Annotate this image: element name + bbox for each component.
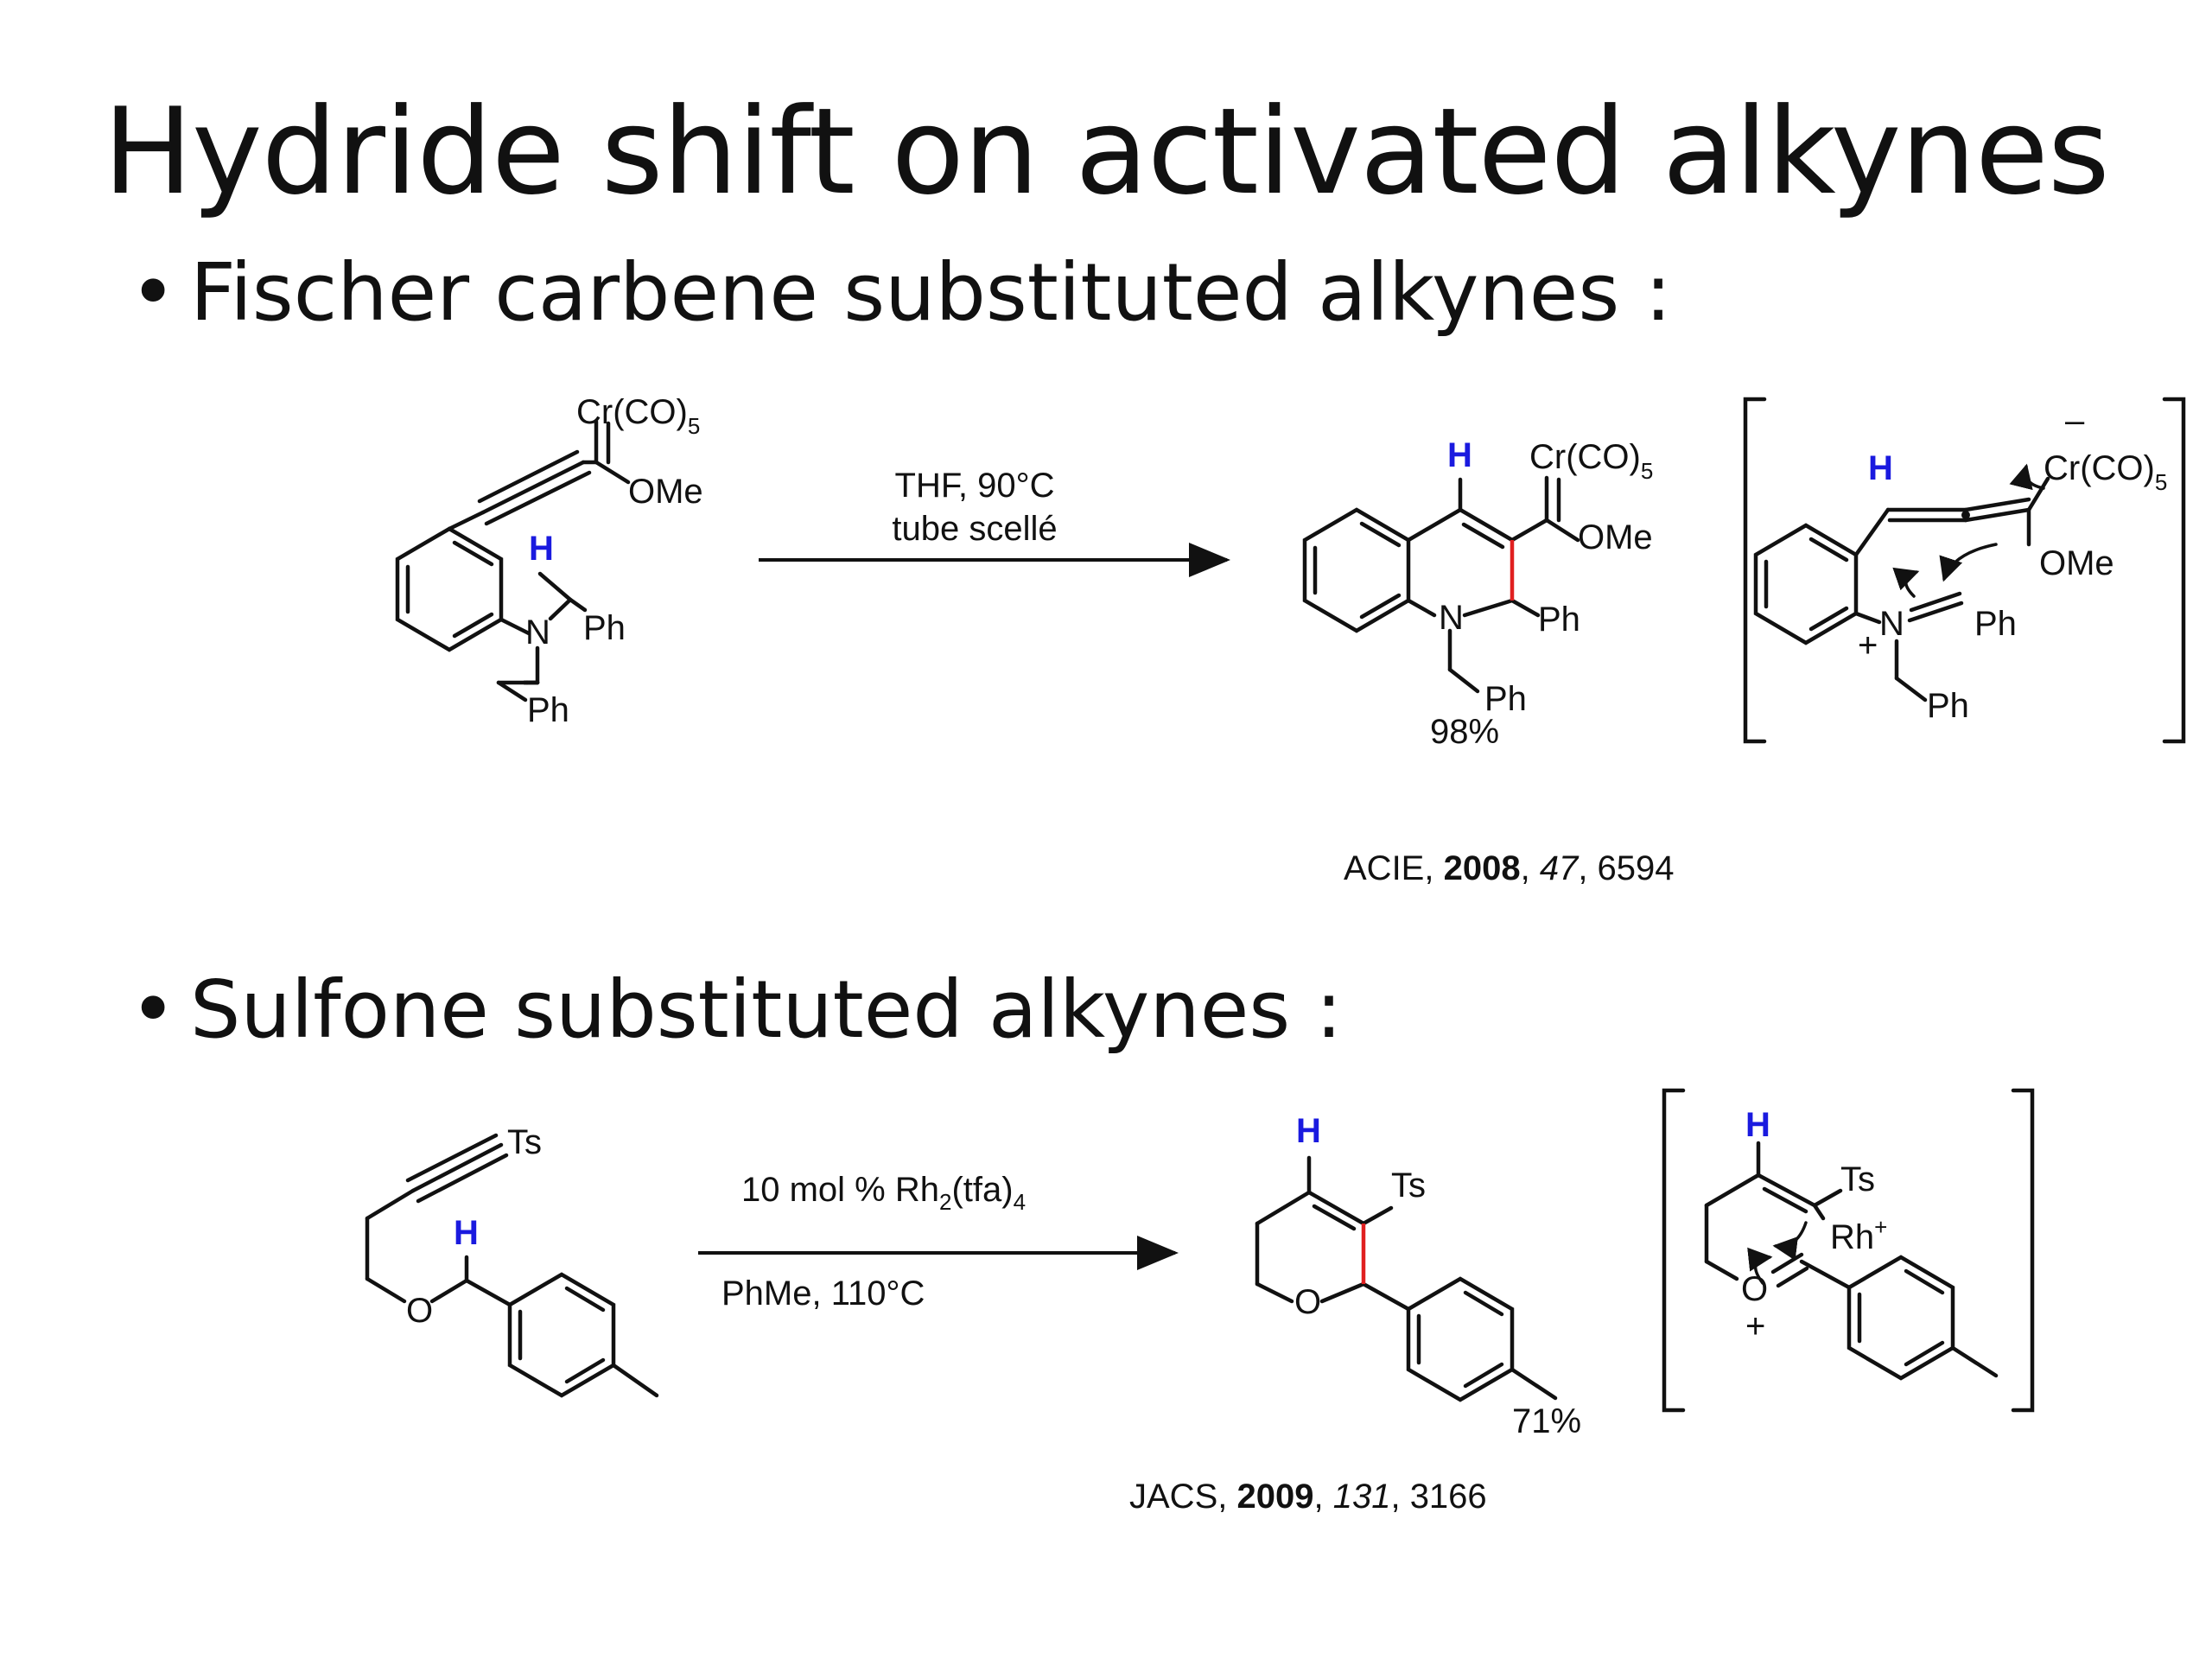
bullet-text: Fischer carbene substituted alkynes : [190, 246, 1672, 339]
bullet-text: Sulfone substituted alkynes : [190, 963, 1343, 1056]
reference-2: JACS, 2009, 131, 3166 [1129, 1478, 1487, 1516]
intermediate1-methoxy: OMe [2039, 544, 2114, 582]
scheme2-starting-material [365, 1133, 659, 1398]
sm1-phenyl: Ph [583, 609, 626, 647]
intermediate1-benzyl-phenyl: Ph [1927, 687, 1969, 725]
intermediate1-chromium: Cr(CO)5 [2044, 449, 2167, 495]
intermediate1-phenyl: Ph [1974, 605, 2017, 643]
product1-nitrogen: N [1439, 599, 1464, 637]
product1-chromium: Cr(CO)5 [1529, 438, 1653, 484]
product1-methoxy: OMe [1578, 518, 1653, 556]
sm1-hydride: H [529, 530, 554, 568]
bullet-dot: • [130, 963, 177, 1056]
conditions-1-line1: THF, 90°C [895, 467, 1055, 505]
intermediate2-rhodium: Rh+ [1830, 1214, 1887, 1256]
bullet-dot: • [130, 246, 177, 339]
product2-yield: 71% [1512, 1402, 1581, 1440]
sm2-tosyl: Ts [507, 1123, 542, 1161]
sm1-nitrogen: N [525, 613, 550, 652]
conditions-2-catalyst: 10 mol % Rh2(tfa)4 [741, 1171, 1026, 1215]
scheme1-product [1302, 475, 1580, 694]
bullet-sulfone: •Sulfone substituted alkynes : [130, 963, 1342, 1056]
intermediate1-hydride: H [1868, 449, 1893, 487]
reference-1: ACIE, 2008, 47, 6594 [1344, 849, 1675, 887]
intermediate1-plus: + [1858, 626, 1878, 664]
intermediate2-plus: + [1745, 1307, 1765, 1345]
radical-dot [1961, 511, 1970, 519]
conditions-1-line2: tube scellé [892, 510, 1057, 548]
product1-yield: 98% [1430, 713, 1499, 751]
product2-hydride: H [1296, 1112, 1321, 1150]
sm1-methoxy: OMe [628, 473, 703, 511]
product1-hydride: H [1447, 436, 1472, 474]
scheme2-intermediate [1662, 1088, 2035, 1413]
scheme1-intermediate [1743, 397, 2186, 744]
intermediate2-oxygen: O [1741, 1270, 1768, 1308]
product2-oxygen: O [1294, 1283, 1321, 1321]
intermediate1-nitrogen: N [1879, 605, 1904, 643]
scheme2-product [1255, 1155, 1558, 1402]
sm1-chromium: Cr(CO)5 [576, 393, 700, 439]
sm1-benzyl-phenyl: Ph [527, 691, 569, 729]
intermediate2-hydride: H [1745, 1106, 1770, 1144]
intermediate2-tosyl: Ts [1840, 1160, 1875, 1198]
conditions-2-solvent: PhMe, 110°C [721, 1274, 925, 1313]
sm2-oxygen: O [406, 1292, 433, 1330]
product2-tosyl: Ts [1391, 1166, 1426, 1205]
sm2-hydride: H [454, 1214, 479, 1252]
bullet-fischer-carbene: •Fischer carbene substituted alkynes : [130, 246, 1672, 339]
scheme1-starting-material [395, 419, 631, 702]
product1-benzyl-phenyl: Ph [1484, 680, 1527, 718]
intermediate1-minus: – [2065, 402, 2085, 440]
product1-phenyl: Ph [1538, 601, 1580, 639]
slide-title: Hydride shift on activated alkynes [103, 82, 2110, 221]
